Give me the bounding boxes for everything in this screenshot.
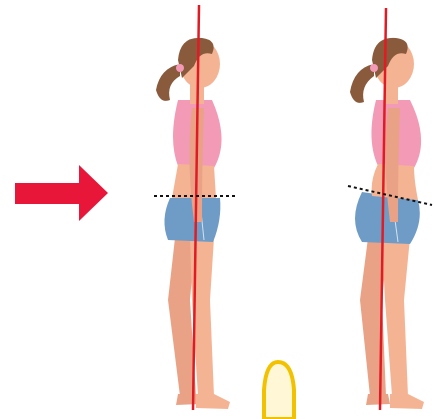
yellow-footprint-icon [264, 362, 294, 419]
tilted-pelvis-figure [350, 38, 424, 409]
pointer-arrow [15, 165, 108, 221]
